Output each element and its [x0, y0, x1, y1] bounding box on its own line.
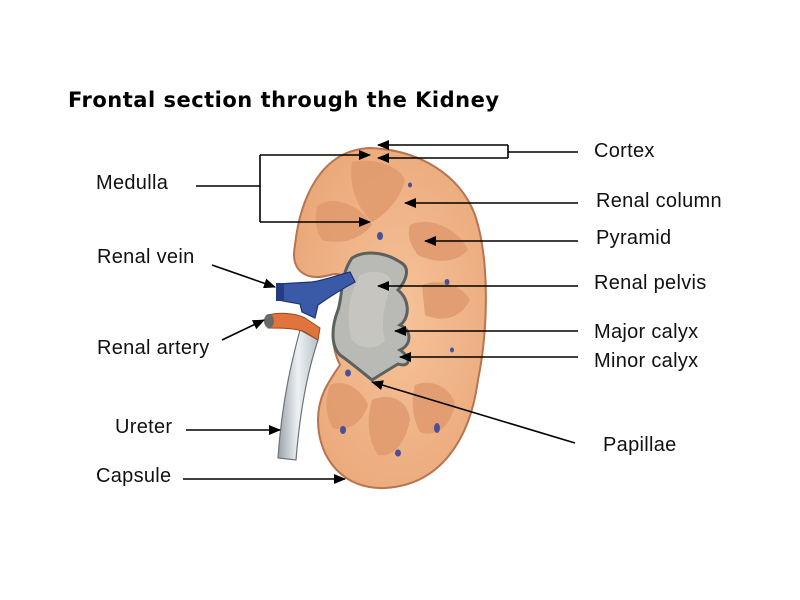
label-major-calyx: Major calyx: [594, 321, 699, 343]
label-renal-pelvis: Renal pelvis: [594, 272, 707, 294]
renal-vein-shape: [276, 271, 356, 319]
diagram-title: Frontal section through the Kidney: [68, 88, 500, 112]
label-cortex: Cortex: [594, 140, 655, 162]
label-renal-vein: Renal vein: [97, 246, 195, 268]
ureter-shape: [277, 329, 319, 461]
label-papillae: Papillae: [603, 434, 677, 456]
renal-artery-shape: [264, 312, 321, 341]
vessel-dots: [340, 182, 454, 457]
leader-lines: [183, 140, 578, 484]
label-medulla: Medulla: [96, 172, 169, 194]
label-ureter: Ureter: [115, 416, 173, 438]
label-pyramid: Pyramid: [596, 227, 672, 249]
label-capsule: Capsule: [96, 465, 172, 487]
label-renal-column: Renal column: [596, 190, 722, 212]
kidney-body: [293, 146, 487, 490]
label-renal-artery: Renal artery: [97, 337, 210, 359]
label-minor-calyx: Minor calyx: [594, 350, 699, 372]
